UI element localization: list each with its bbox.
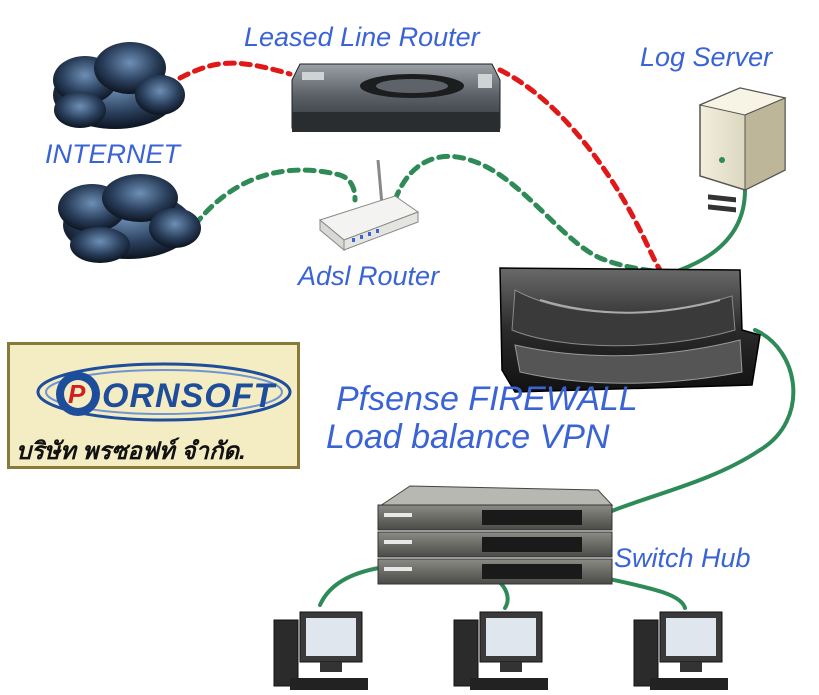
- firewall-subtitle: Load balance VPN: [326, 418, 610, 456]
- company-logo: P ORNSOFT บริษัท พรซอฟท์ จำกัด.: [7, 342, 300, 469]
- cloud-icon: [58, 174, 201, 263]
- adsl-link: [192, 153, 668, 275]
- firewall-title: Pfsense FIREWALL: [336, 380, 638, 418]
- cloud-icon: [53, 42, 185, 129]
- logo-initial: P: [68, 379, 86, 409]
- internet-label: INTERNET: [45, 139, 180, 169]
- computer-icon: [273, 611, 368, 690]
- server-icon: [698, 87, 787, 213]
- computer-icon: [453, 611, 548, 690]
- adsl-router-label: Adsl Router: [298, 261, 440, 291]
- logo-company-thai: บริษัท พรซอฟท์ จำกัด.: [16, 438, 246, 465]
- firewall-icon: [499, 267, 761, 393]
- router-icon: [291, 63, 501, 132]
- logo-brand: ORNSOFT: [102, 377, 276, 415]
- leased-line-router-label: Leased Line Router: [244, 22, 480, 52]
- log-server-label: Log Server: [640, 42, 773, 72]
- computer-icon: [633, 611, 728, 690]
- wifi-router-icon: [318, 159, 420, 252]
- logo-swoosh-icon: P: [36, 362, 292, 422]
- switch-icon: [377, 485, 614, 585]
- switch-hub-label: Switch Hub: [614, 543, 751, 573]
- leased-line-link: [177, 60, 663, 273]
